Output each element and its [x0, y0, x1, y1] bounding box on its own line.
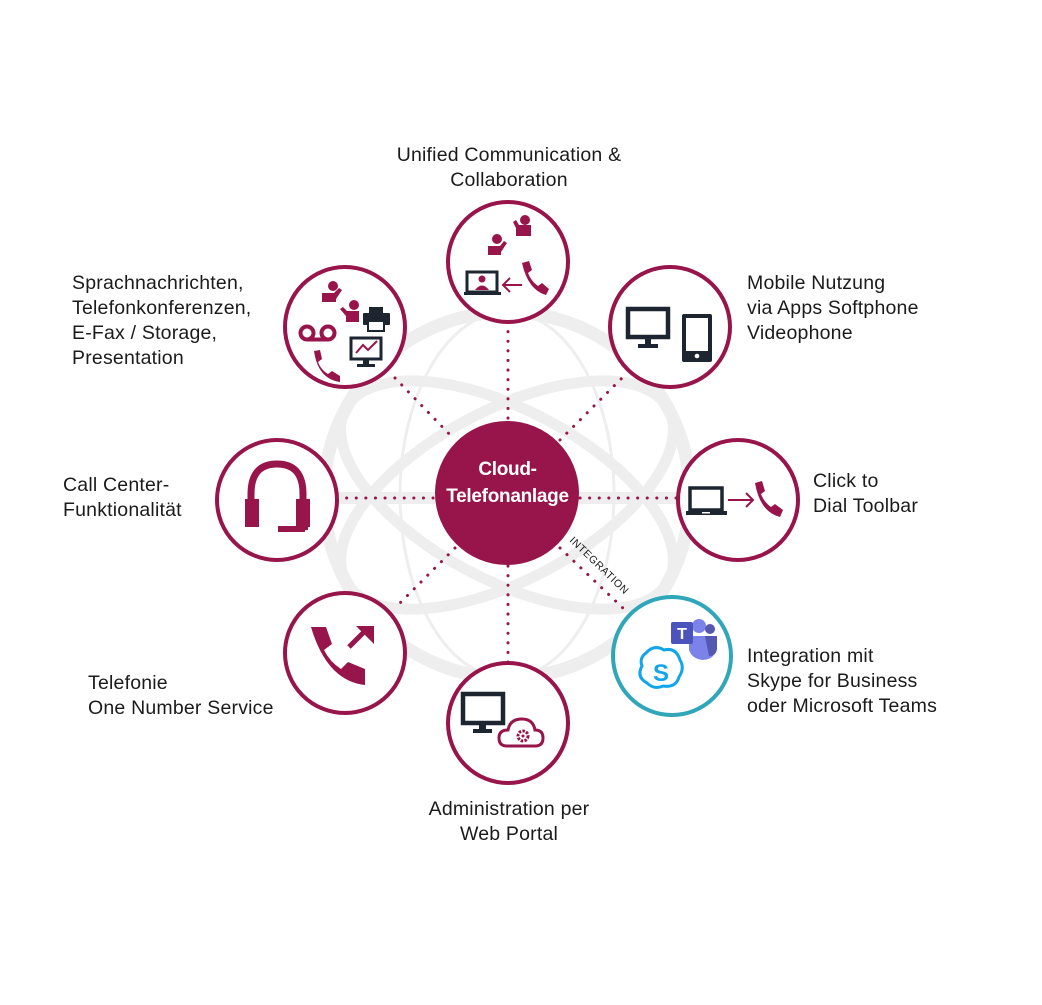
- node-label-admin: Administration per Web Portal: [428, 798, 590, 845]
- node-label-callcenter: Call Center- Funktionalität: [63, 474, 182, 521]
- node-label-integration: Integration mit Skype for Business oder …: [747, 645, 938, 717]
- skype-icon: S: [638, 646, 684, 689]
- monitor-icon: [625, 306, 671, 348]
- globe-orbit-2: [335, 375, 679, 615]
- globe-orbit-1: [335, 375, 679, 615]
- voice-icons: [298, 281, 390, 382]
- node-label-telefonie: Telefonie One Number Service: [88, 672, 274, 719]
- person-icon: [322, 281, 342, 302]
- arrow-up-right-icon: [347, 626, 374, 649]
- hub-circle[interactable]: [435, 421, 579, 565]
- phone-icon: [522, 261, 549, 295]
- click-icons: [686, 481, 783, 517]
- laptop-video-icon: [464, 270, 501, 295]
- phone-icon: [755, 481, 783, 517]
- callcenter-icons: [245, 460, 310, 532]
- svg-text:S: S: [653, 660, 669, 687]
- tablet-icon: [682, 314, 712, 362]
- person-icon: [488, 234, 507, 255]
- person-icon: [513, 215, 531, 236]
- laptop-icon: [686, 486, 727, 515]
- connector-integration: [558, 546, 628, 613]
- svg-text:T: T: [677, 626, 687, 643]
- arrow-left-icon: [501, 277, 522, 293]
- admin-icons: [460, 691, 545, 748]
- headset-earpieces: [245, 499, 310, 532]
- connector-top-right: [558, 373, 627, 442]
- voicemail-icon: [298, 324, 337, 342]
- node-label-mobile: Mobile Nutzung via Apps Softphone Videop…: [747, 272, 919, 344]
- node-ring-telefonie[interactable]: [283, 591, 407, 715]
- node-label-voice: Sprachnachrichten, Telefonkonferenzen, E…: [72, 272, 252, 369]
- printer-icon: [363, 307, 390, 332]
- hub-label: Cloud- Telefonanlage: [446, 459, 569, 507]
- phone-icon: [314, 350, 340, 382]
- mobile-icons: [625, 306, 712, 362]
- phone-outgoing-icon: [311, 627, 365, 685]
- cloud-gear-icon: [497, 717, 545, 748]
- integration-icons: T S: [638, 619, 717, 689]
- arrow-right-icon: [728, 492, 755, 508]
- teams-icon: T: [671, 619, 717, 660]
- telefonie-icons: [311, 626, 374, 685]
- node-label-uc: Unified Communication & Collaboration: [396, 144, 622, 191]
- uc-icons: [464, 215, 549, 295]
- node-label-click: Click to Dial Toolbar: [813, 470, 919, 517]
- connectors: [335, 320, 680, 665]
- headset-icon: [247, 460, 307, 521]
- person-icon: [340, 300, 359, 322]
- chart-monitor-icon: [349, 336, 383, 367]
- monitor-icon: [460, 691, 506, 733]
- node-ring-uc[interactable]: [446, 200, 570, 324]
- node-ring-callcenter[interactable]: [215, 438, 339, 562]
